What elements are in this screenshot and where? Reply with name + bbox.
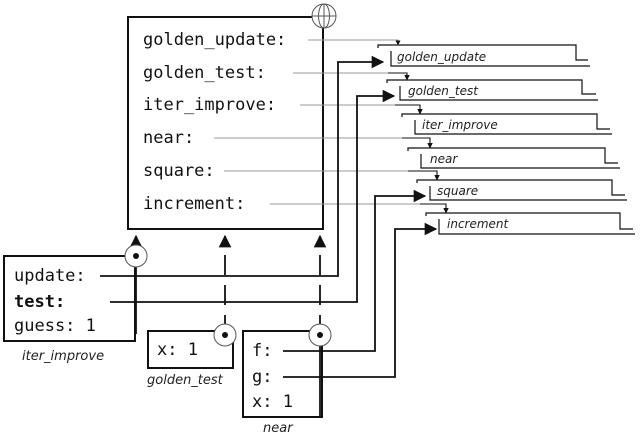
function-label-golden-update: golden_update xyxy=(397,50,487,64)
near-caption: near xyxy=(263,421,293,436)
binding-golden-update: golden_update: xyxy=(143,30,287,50)
function-object-increment xyxy=(425,212,635,235)
binding-test: test: xyxy=(14,292,66,312)
binding-near: near: xyxy=(143,128,195,148)
binding-x-near: x: 1 xyxy=(252,392,293,412)
x-value: 1 xyxy=(187,340,198,360)
binding-golden-test: golden_test: xyxy=(143,63,266,83)
binding-iter-improve: iter_improve: xyxy=(143,95,277,115)
binding-guess: guess: 1 xyxy=(14,316,96,336)
parent-pointers xyxy=(129,234,327,417)
iter-improve-caption: iter_improve xyxy=(22,349,105,364)
binding-square: square: xyxy=(143,161,215,181)
golden-test-caption: golden_test xyxy=(147,373,223,388)
binding-x-golden-test: x: 1 xyxy=(157,340,198,360)
iter-improve-pointers xyxy=(100,55,396,303)
binding-f: f: xyxy=(252,341,273,361)
function-object-square xyxy=(416,179,627,201)
function-object-golden-test xyxy=(386,79,598,101)
near-frame xyxy=(242,330,323,418)
guess-value: 1 xyxy=(85,316,96,336)
function-label-golden-test: golden_test xyxy=(408,84,478,98)
guess-label: guess: xyxy=(14,316,76,336)
function-label-near: near xyxy=(430,152,458,166)
function-object-golden-update xyxy=(377,44,590,67)
global-binding-pointer-tips xyxy=(388,72,449,214)
x-value: 1 xyxy=(282,392,293,412)
function-object-iter-improve xyxy=(401,113,612,135)
globe-icon xyxy=(311,3,337,29)
frame-link-dots xyxy=(133,253,323,338)
iter-improve-frame xyxy=(3,255,136,342)
function-label-increment: increment xyxy=(447,217,509,231)
global-binding-pointers xyxy=(214,39,420,205)
binding-update: update: xyxy=(14,266,86,286)
near-pointers xyxy=(283,189,438,378)
function-object-near xyxy=(407,147,620,169)
binding-increment: increment: xyxy=(143,194,246,214)
golden-test-frame xyxy=(147,330,234,369)
binding-g: g: xyxy=(252,367,273,387)
function-label-iter-improve: iter_improve xyxy=(422,118,498,132)
global-frame xyxy=(127,16,324,230)
x-label: x: xyxy=(157,340,178,360)
function-label-square: square xyxy=(437,184,479,198)
frame-link-circles xyxy=(124,244,332,347)
x-label: x: xyxy=(252,392,273,412)
